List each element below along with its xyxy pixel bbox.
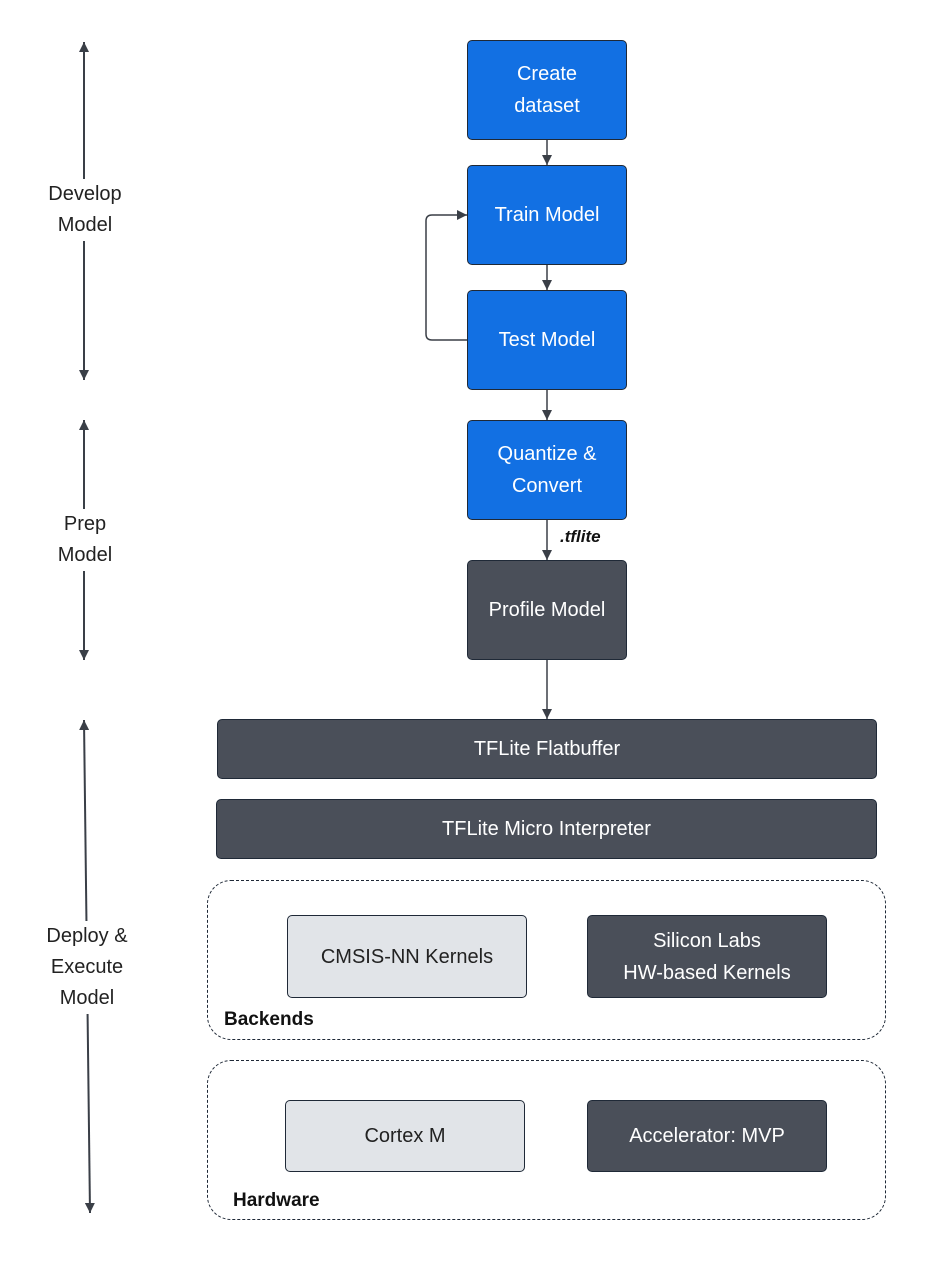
node-test-model[interactable]: Test Model (467, 290, 627, 390)
node-tflite-micro-interpreter[interactable]: TFLite Micro Interpreter (216, 799, 877, 859)
group-backends (207, 880, 886, 1040)
phase-label-develop: Develop Model (0, 179, 170, 241)
edge-label-tflite: .tflite (560, 527, 601, 546)
node-accelerator-mvp[interactable]: Accelerator: MVP (587, 1100, 827, 1172)
phase-label-deploy: Deploy & Execute Model (2, 921, 172, 1014)
node-create-dataset[interactable]: Create dataset (467, 40, 627, 140)
arrow-test-loop-to-train (425, 210, 468, 341)
node-cmsis-nn-kernels[interactable]: CMSIS-NN Kernels (287, 915, 527, 998)
node-tflite-flatbuffer[interactable]: TFLite Flatbuffer (217, 719, 877, 779)
group-label-backends: Backends (224, 1009, 314, 1030)
node-cortex-m[interactable]: Cortex M (285, 1100, 525, 1172)
node-silicon-labs-kernels[interactable]: Silicon Labs HW-based Kernels (587, 915, 827, 998)
node-profile-model[interactable]: Profile Model (467, 560, 627, 660)
node-train-model[interactable]: Train Model (467, 165, 627, 265)
group-label-hardware: Hardware (233, 1190, 320, 1211)
group-hardware (207, 1060, 886, 1220)
phase-label-prep: Prep Model (0, 509, 170, 571)
node-quantize-convert[interactable]: Quantize & Convert (467, 420, 627, 520)
